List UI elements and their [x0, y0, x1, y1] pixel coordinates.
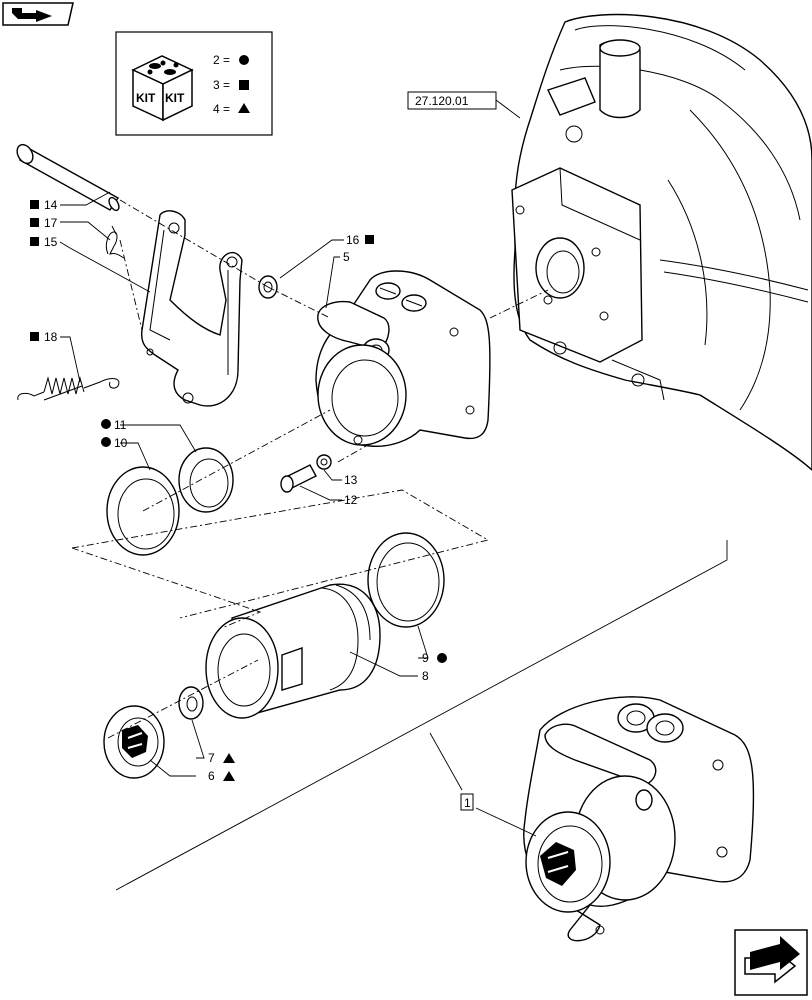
kit-row-2: 2 = — [213, 53, 230, 67]
callout-1[interactable]: 1 — [460, 793, 474, 811]
callout-8-text: 8 — [422, 669, 429, 683]
callout-1-text: 1 — [464, 796, 471, 810]
callout-11-text: 11 — [114, 418, 127, 432]
fork-lever — [140, 210, 243, 407]
callout-6-text: 6 — [208, 769, 215, 783]
clip — [105, 225, 125, 259]
spring — [17, 376, 120, 401]
callout-7[interactable]: 7 — [208, 751, 235, 765]
square-symbol-icon — [365, 235, 374, 244]
callout-12-text: 12 — [344, 493, 358, 507]
callout-5-text: 5 — [343, 250, 350, 264]
seal-11 — [178, 447, 234, 513]
reference-label[interactable]: 27.120.01 — [407, 91, 521, 119]
square-symbol-icon — [239, 80, 249, 90]
callout-13[interactable]: 13 — [344, 473, 358, 487]
nut — [316, 454, 332, 470]
bolt — [280, 464, 317, 493]
kit-row-4: 4 = — [213, 102, 230, 116]
callout-5[interactable]: 5 — [343, 250, 350, 264]
piston — [205, 583, 381, 719]
callout-18[interactable]: 18 — [30, 330, 58, 344]
callout-16[interactable]: 16 — [346, 233, 374, 247]
kit-legend: KIT KIT 2 = 3 = 4 = — [115, 31, 273, 136]
assembled-unit — [523, 696, 755, 942]
back-arrow-icon[interactable] — [2, 2, 74, 26]
forward-arrow-icon[interactable] — [734, 929, 808, 996]
center-lines — [71, 199, 549, 739]
callout-8[interactable]: 8 — [422, 669, 429, 683]
pin — [16, 143, 120, 212]
square-symbol-icon — [30, 218, 39, 227]
callout-12[interactable]: 12 — [344, 493, 358, 507]
bearing-housing — [315, 270, 491, 447]
callout-14[interactable]: 14 — [30, 198, 58, 212]
triangle-symbol-icon — [223, 753, 235, 763]
plug — [103, 705, 165, 779]
callout-10-text: 10 — [114, 436, 128, 450]
square-symbol-icon — [30, 332, 39, 341]
square-symbol-icon — [30, 237, 39, 246]
callout-16-text: 16 — [346, 233, 360, 247]
callout-10[interactable]: 10 — [101, 436, 128, 450]
triangle-symbol-icon — [223, 771, 235, 781]
callout-7-text: 7 — [208, 751, 215, 765]
kit-box-icon: KIT KIT — [131, 55, 194, 122]
seal-9 — [367, 532, 445, 628]
callout-11[interactable]: 11 — [101, 418, 127, 432]
callout-15-text: 15 — [44, 235, 58, 249]
square-symbol-icon — [30, 200, 39, 209]
triangle-symbol-icon — [238, 103, 250, 113]
reference-number: 27.120.01 — [415, 94, 469, 108]
callout-14-text: 14 — [44, 198, 58, 212]
circle-symbol-icon — [101, 437, 111, 447]
circle-symbol-icon — [239, 55, 249, 65]
assembly-frame — [115, 540, 728, 891]
callout-9[interactable]: 9 — [422, 651, 447, 665]
transmission-housing — [511, 13, 812, 471]
circle-symbol-icon — [437, 653, 447, 663]
callout-13-text: 13 — [344, 473, 358, 487]
callout-6[interactable]: 6 — [208, 769, 235, 783]
callout-17-text: 17 — [44, 216, 58, 230]
callout-18-text: 18 — [44, 330, 58, 344]
circle-symbol-icon — [101, 419, 111, 429]
kit-label-left: KIT — [136, 91, 156, 105]
callout-15[interactable]: 15 — [30, 235, 58, 249]
callout-9-text: 9 — [422, 651, 429, 665]
leader-lines — [59, 191, 537, 837]
callout-17[interactable]: 17 — [30, 216, 58, 230]
kit-row-3: 3 = — [213, 78, 230, 92]
washer-7 — [178, 686, 204, 720]
kit-label-right: KIT — [165, 91, 185, 105]
